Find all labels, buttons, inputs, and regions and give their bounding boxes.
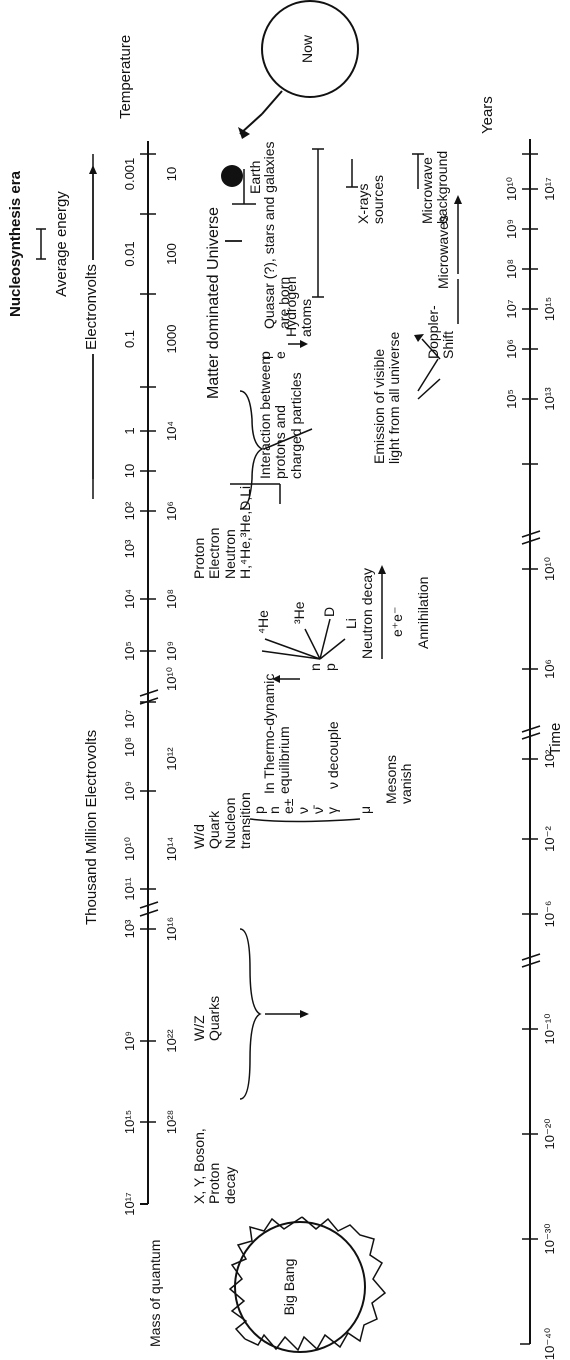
ee-label: e⁺e⁻ (389, 606, 405, 637)
ev-tick: 10⁵ (122, 641, 137, 661)
temp-tick: 10⁸ (164, 589, 179, 609)
time-tick: 10⁶ (542, 659, 557, 679)
time-tick: 10¹⁰ (542, 556, 557, 582)
temp-tick: 10¹⁰ (164, 666, 179, 692)
time-tick: 10⁻⁴⁰ (542, 1327, 557, 1360)
microwaves-label: Microwaves (435, 215, 451, 289)
gev-tick: 10¹⁰ (122, 836, 137, 862)
temp-tick: 1000 (164, 324, 179, 354)
year-tick: 10¹⁷ (542, 177, 557, 201)
year-tick: 10⁸ (504, 259, 519, 279)
xray-label: X-rays sources (355, 174, 387, 224)
temp-tick: 10⁴ (164, 420, 179, 442)
gev-tick: 10¹¹ (122, 877, 137, 901)
he4-label: ⁴He (255, 610, 271, 634)
annihilation-label: Annihilation (415, 576, 431, 649)
ev-unit-label: Electronvolts (83, 260, 101, 354)
mesons-vanish-label: Mesons vanish (383, 754, 415, 804)
gev-tick: 10⁸ (122, 737, 137, 757)
particle-list: p n e± ν ν̄ γ (251, 798, 341, 814)
ev-tick: 1 (122, 427, 137, 435)
time-tick: 10⁻² (542, 826, 557, 852)
quasar-label: Quasar (?), stars and galaxies are born (261, 141, 293, 329)
interaction-label: Interaction between protons and charged … (257, 356, 304, 479)
year-tick: 10¹⁵ (542, 296, 557, 322)
year-tick: 10¹⁰ (504, 176, 519, 202)
temp-tick: 10⁹ (164, 640, 179, 662)
temp-tick: 10¹² (164, 747, 179, 771)
earth-dot (221, 165, 243, 187)
time-tick: 10² (542, 749, 557, 769)
li-label: Li (343, 618, 359, 629)
year-tick: 10⁹ (504, 218, 519, 240)
n-p-label: n p (307, 663, 339, 671)
microwave-background-label: Microwave background (419, 150, 451, 224)
temp-tick: 10¹⁶ (164, 916, 179, 942)
gev-tick: 10¹⁷ (122, 1192, 137, 1216)
he3-label: ³He (291, 601, 307, 624)
gev-tick: 10⁹ (122, 1030, 137, 1052)
temp-tick: 10²⁸ (164, 1109, 179, 1135)
years-label: Years (479, 96, 496, 134)
thermo-equilibrium-label: In Thermo-dynamic equilibrium (261, 673, 293, 794)
now-label: Now (299, 34, 315, 64)
gev-tick: 10¹⁵ (122, 1109, 137, 1135)
gev-unit-label: Thousand Million Electrovolts (83, 725, 101, 929)
gev-tick: 10³ (122, 919, 137, 939)
time-tick: 10⁻³⁰ (542, 1223, 557, 1255)
p-e-label: p e (257, 351, 289, 359)
d-label: D (321, 606, 337, 617)
temp-tick: 10¹⁴ (164, 836, 179, 862)
wz-quarks-label: W/Z Quarks (191, 995, 223, 1041)
gev-tick: 10⁹ (122, 780, 137, 802)
mu-label: μ (357, 805, 373, 814)
time-tick: 10⁻⁶ (542, 900, 557, 928)
year-tick: 10⁵ (504, 389, 519, 409)
ev-tick: 10³ (122, 539, 137, 559)
ev-tick: 10² (122, 501, 137, 521)
year-tick: 10¹³ (542, 387, 557, 411)
temp-tick: 10⁶ (164, 501, 179, 521)
average-energy-label: Average energy (53, 191, 70, 297)
temp-tick: 10 (164, 166, 179, 182)
ev-tick: 0.1 (122, 329, 137, 349)
emission-label: Emission of visible light from all unive… (371, 331, 403, 464)
diagram-title: Nucleosynthesis era (7, 171, 24, 317)
ev-tick: 0.001 (122, 157, 137, 191)
temp-tick: 100 (164, 243, 179, 265)
big-bang-label: Big Bang (281, 1258, 297, 1316)
neutron-decay-label: Neutron decay (359, 567, 375, 659)
temperature-label: Temperature (117, 34, 134, 119)
time-tick: 10⁻²⁰ (542, 1118, 557, 1150)
earth-label: Earth (247, 160, 263, 194)
doppler-label: Doppler- Shift (425, 305, 457, 359)
temp-tick: 10²² (164, 1029, 179, 1053)
year-tick: 10⁶ (504, 339, 519, 359)
mass-of-quantum-label: Mass of quantum (147, 1239, 163, 1347)
gev-tick: 10⁷ (122, 709, 137, 729)
ev-tick: 0.01 (122, 241, 137, 267)
wd-quark-label: W/d Quark Nucleon transition (191, 792, 254, 849)
nu-decouple-label: ν decouple (325, 721, 341, 789)
proton-list-label: Proton Electron Neutron H,⁴He,³He,D,Li (191, 485, 254, 579)
ev-tick: 10 (122, 463, 137, 479)
time-tick: 10⁻¹⁰ (542, 1013, 557, 1045)
xy-boson-label: X, Y, Boson, Proton decay (191, 1128, 238, 1204)
ev-tick: 10⁴ (122, 588, 137, 610)
year-tick: 10⁷ (504, 299, 519, 319)
matter-dominated-label: Matter dominated Universe (205, 206, 222, 399)
